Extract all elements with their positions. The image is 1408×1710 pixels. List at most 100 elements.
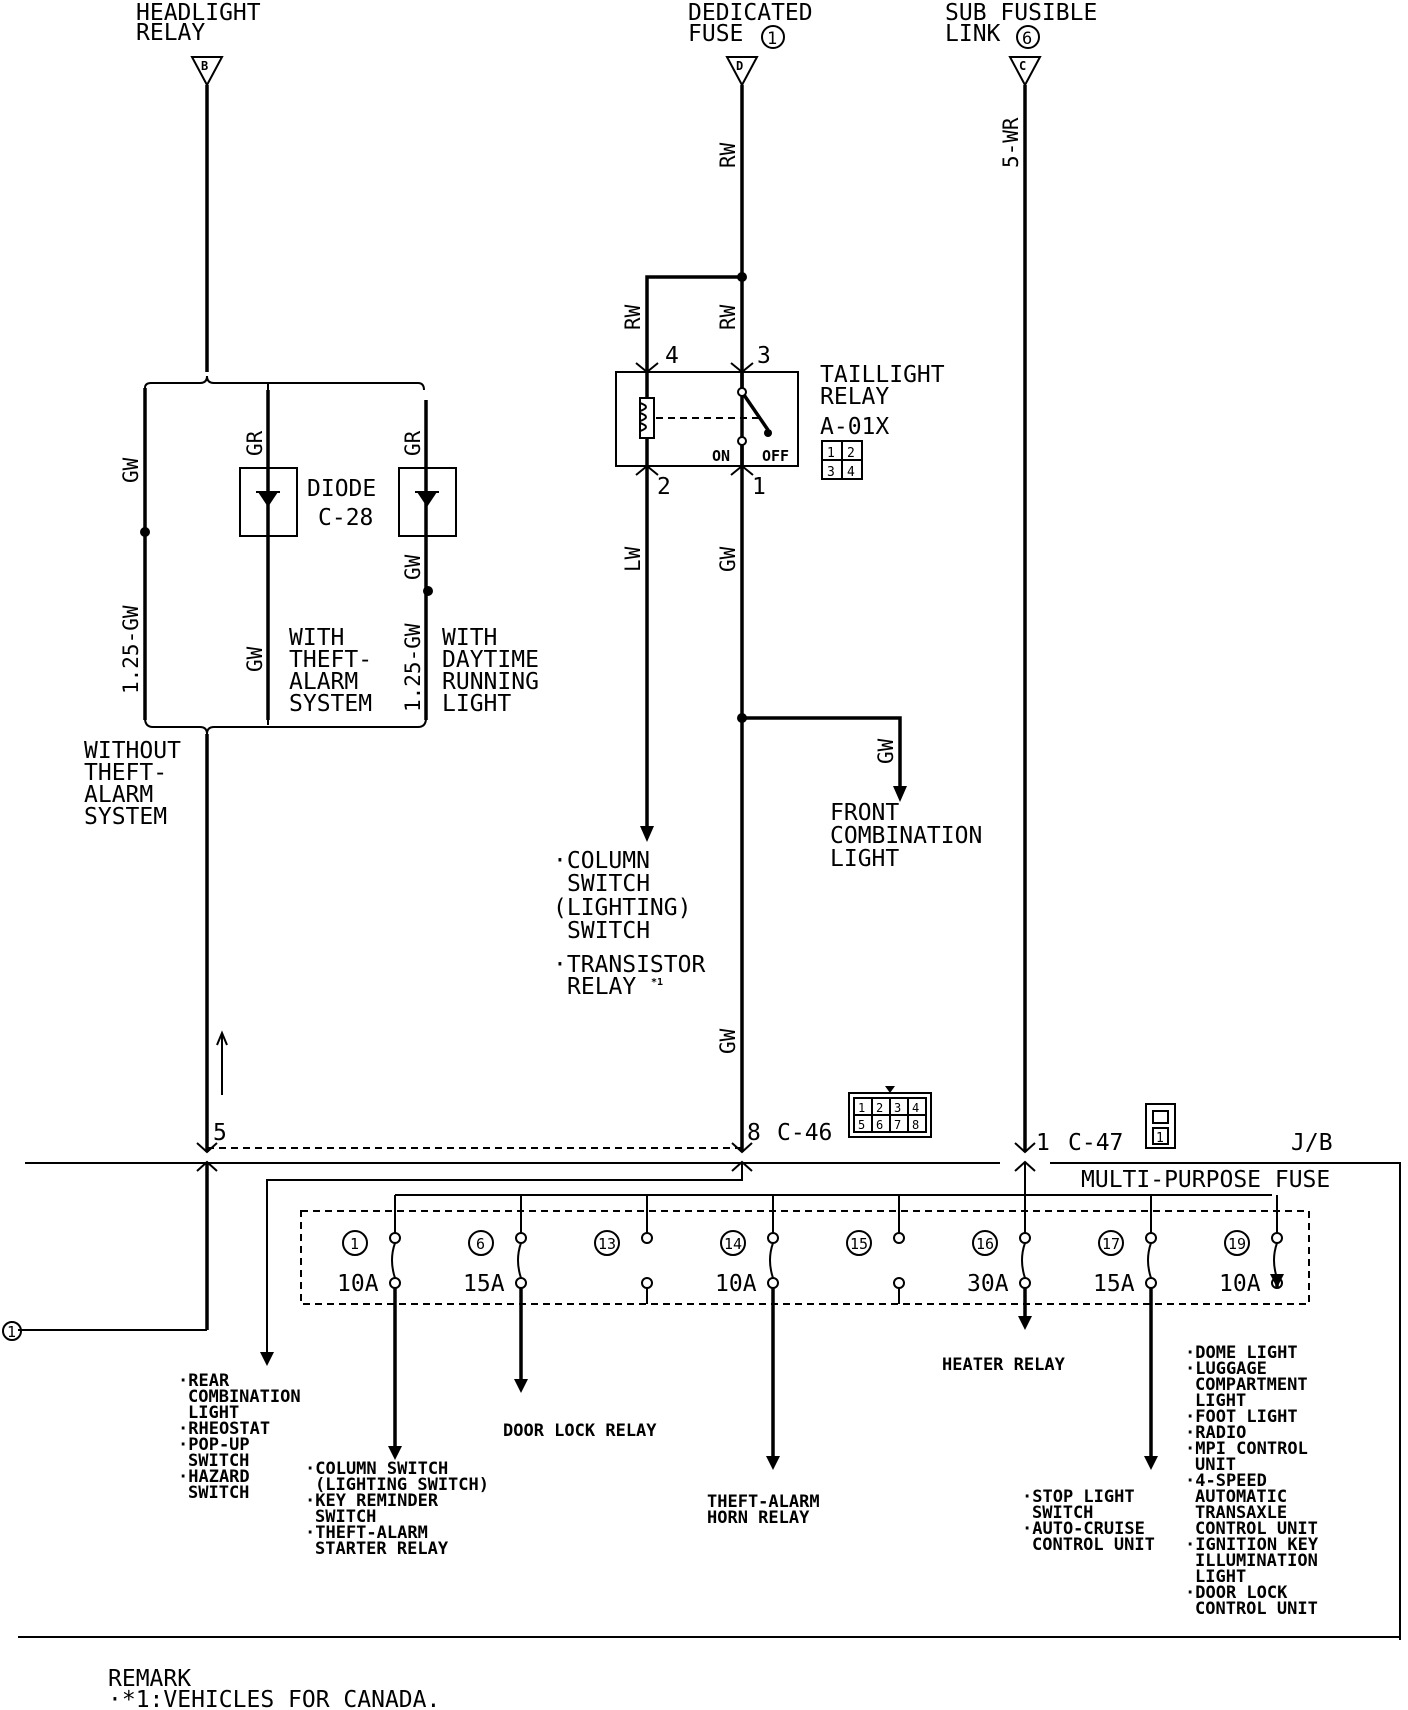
dome-load-9: ·4-SPEED (1185, 1471, 1267, 1491)
headlight-branch-wiring (18, 85, 433, 1331)
col-load-2: (LIGHTING SWITCH) (315, 1475, 489, 1495)
connector-b-marker (190, 56, 224, 88)
fuse-number-circle (846, 1230, 872, 1256)
fuse-number: 1 (350, 1235, 359, 1253)
stop-load-4: CONTROL UNIT (1032, 1535, 1155, 1555)
c47-pin-label: 1 (1036, 1130, 1050, 1156)
rear-load-2: COMBINATION (188, 1387, 301, 1407)
fuse-number-circle (972, 1230, 998, 1256)
rear-load-1: ·REAR (178, 1371, 230, 1391)
col-load-4: SWITCH (315, 1507, 376, 1527)
dome-load-3: COMPARTMENT (1195, 1375, 1308, 1395)
door-lock-relay-load: DOOR LOCK RELAY (503, 1421, 657, 1441)
fuse-number-circle (720, 1230, 746, 1256)
column-label-1: ·COLUMN (553, 848, 650, 874)
c47-connector-face: 1 (1145, 1103, 1176, 1149)
c46-face-2: 2 (876, 1101, 883, 1115)
dome-load-2: ·LUGGAGE (1185, 1359, 1267, 1379)
fuse-number-circle (342, 1230, 368, 1256)
taillight-relay-name-2: RELAY (820, 384, 889, 410)
diode-c28: DIODE C-28 (239, 467, 457, 537)
without-option-4: SYSTEM (84, 804, 167, 830)
wire-code-rw-right: RW (716, 304, 740, 330)
diode-right-box (398, 467, 457, 537)
theft-option-4: SYSTEM (289, 691, 372, 717)
rear-load-4: ·RHEOSTAT (178, 1419, 270, 1439)
daytime-option-2: DAYTIME (442, 647, 539, 673)
taillight-relay-name-1: TAILLIGHT (820, 362, 945, 388)
column-label-6: RELAY (567, 974, 636, 1000)
front-combo-2: COMBINATION (830, 823, 982, 849)
c46-label: C-46 (777, 1120, 832, 1146)
stop-load-1: ·STOP LIGHT (1022, 1487, 1135, 1507)
theft-option-2: THEFT- (289, 647, 372, 673)
wire-code-rw-top: RW (716, 142, 740, 168)
dome-load-16: ·DOOR LOCK (1185, 1583, 1288, 1603)
fuse-number: 17 (1102, 1235, 1120, 1253)
fuse-number-circle (468, 1230, 494, 1256)
fuse-number: 15 (850, 1235, 868, 1253)
sub-fusible-number-circle (1016, 25, 1040, 49)
wire-code-gr-right: GR (401, 430, 425, 456)
dome-load-13: ·IGNITION KEY (1185, 1535, 1319, 1555)
col-load-5: ·THEFT-ALARM (305, 1523, 428, 1543)
c46-face-8: 8 (912, 1118, 919, 1132)
fuse-number: 13 (598, 1235, 616, 1253)
taillight-relay-connector: A-01X (820, 414, 889, 440)
rear-load-6: SWITCH (188, 1451, 249, 1471)
dedicated-fuse-source: DEDICATED FUSE 1 D (688, 0, 813, 88)
sub-fusible-link-source: SUB FUSIBLE LINK 6 C (945, 0, 1097, 88)
fuse-number-circle (1098, 1230, 1124, 1256)
dome-load-4: LIGHT (1195, 1391, 1246, 1411)
theft-horn-load-2: HORN RELAY (707, 1508, 810, 1528)
diode-connector: C-28 (318, 505, 373, 531)
col-load-1: ·COLUMN SWITCH (305, 1459, 448, 1479)
relay-face-pin-1: 1 (827, 446, 835, 461)
dome-load-12: CONTROL UNIT (1195, 1519, 1318, 1539)
c47-label: C-47 (1068, 1130, 1123, 1156)
fuse-amperage: 10A (1219, 1271, 1261, 1297)
front-combination-destination: FRONT COMBINATION LIGHT (830, 800, 982, 872)
middle-branch-wire-codes: RW RW RW LW GW GW GW (621, 142, 898, 1054)
fuse-13: 13 (594, 1195, 653, 1304)
c47-face-1: 1 (1156, 1131, 1164, 1146)
fuse-amperage: 15A (463, 1271, 505, 1297)
fuse-amperage: 10A (715, 1271, 757, 1297)
dome-load-17: CONTROL UNIT (1195, 1599, 1318, 1619)
heater-relay-load: HEATER RELAY (942, 1355, 1066, 1375)
sub-fusible-label-2: LINK (945, 21, 1001, 47)
junction-block: 5 8 C-46 1 C-47 J/B (18, 1120, 1401, 1640)
fuse-amperage: 15A (1093, 1271, 1135, 1297)
dome-load-5: ·FOOT LIGHT (1185, 1407, 1298, 1427)
column-label-4: SWITCH (567, 918, 650, 944)
headlight-relay-label-2: RELAY (136, 20, 205, 46)
dome-load-8: UNIT (1195, 1455, 1236, 1475)
taillight-relay-box (615, 371, 799, 467)
connector-c-marker (1008, 56, 1042, 88)
dome-load-6: ·RADIO (1185, 1423, 1246, 1443)
theft-horn-load-1: THEFT-ALARM (707, 1492, 820, 1512)
relay-face-pin-3: 3 (827, 465, 835, 480)
taillight-relay-labels: TAILLIGHT RELAY A-01X 1 2 3 4 (820, 362, 945, 480)
wire-code-gw-mid: GW (716, 546, 740, 572)
fuse-number: 16 (976, 1235, 994, 1253)
without-option-1: WITHOUT (84, 738, 181, 764)
circle-reference-ring (2, 1321, 22, 1341)
c46-pin-label: 8 (747, 1120, 761, 1146)
dedicated-fuse-label-1: DEDICATED (688, 0, 813, 26)
without-option-3: ALARM (84, 782, 153, 808)
option-labels: WITH THEFT- ALARM SYSTEM WITH DAYTIME RU… (84, 625, 539, 830)
jb-label: J/B (1291, 1130, 1333, 1156)
left-branch-wire-codes: GW 1.25-GW GR GW GR GW 1.25-GW (119, 430, 425, 712)
connector-d-letter: D (736, 59, 743, 73)
sub-fusible-number: 6 (1022, 29, 1032, 49)
connector-c-letter: C (1019, 59, 1026, 73)
wire-code-5wr: 5-WR (999, 117, 1023, 168)
headlight-relay-source: HEADLIGHT RELAY B (136, 0, 261, 88)
circle-reference-number: 1 (7, 1323, 16, 1341)
wire-code-gw-diode-left: GW (243, 646, 267, 672)
